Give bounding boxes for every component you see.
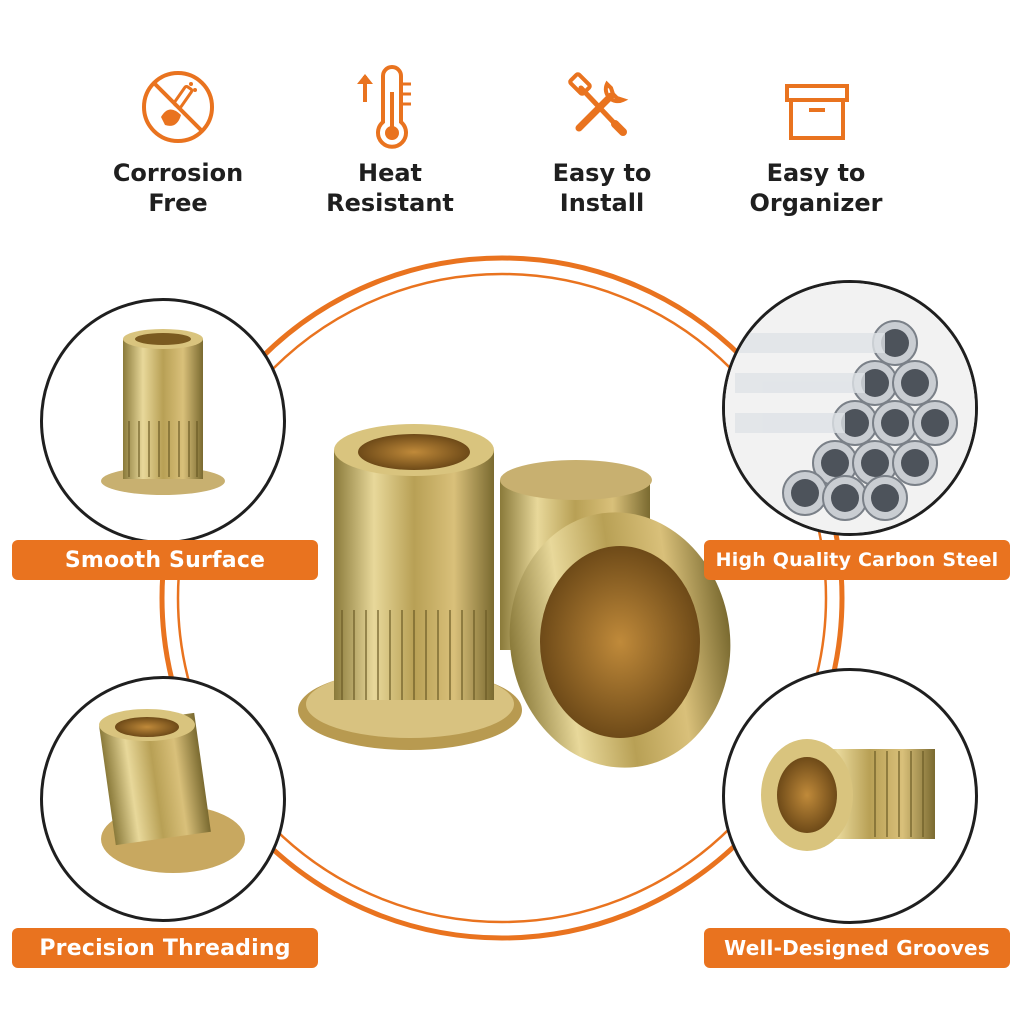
precision-threading-image	[40, 676, 286, 922]
box-icon	[785, 84, 849, 140]
no-corrosion-icon	[142, 71, 214, 143]
tools-icon	[568, 72, 629, 136]
feature-label: Easy to Install	[552, 159, 652, 217]
callout-smooth-surface: Smooth Surface	[12, 540, 318, 580]
feature-corrosion-free: Corrosion Free	[68, 62, 288, 218]
callout-label: Well-Designed Grooves	[724, 936, 990, 960]
callout-high-quality-carbon-steel: High Quality Carbon Steel	[704, 540, 1010, 580]
smooth-surface-image	[40, 298, 286, 544]
feature-heat-resistant: Heat Resistant	[280, 62, 500, 218]
rivet-nut-angled-image	[99, 709, 245, 873]
steel-pipes-image	[725, 283, 975, 533]
rivet-nut-lying-image	[761, 739, 935, 851]
callout-label: Precision Threading	[39, 935, 291, 961]
callout-label: High Quality Carbon Steel	[715, 549, 999, 571]
feature-label: Heat Resistant	[326, 159, 454, 217]
feature-label: Easy to Organizer	[749, 159, 883, 217]
feature-easy-to-install: Easy to Install	[492, 62, 712, 218]
carbon-steel-image	[722, 280, 978, 536]
callout-well-designed-grooves: Well-Designed Grooves	[704, 928, 1010, 968]
thermometer-icon	[357, 65, 411, 149]
callout-precision-threading: Precision Threading	[12, 928, 318, 968]
well-designed-grooves-image	[722, 668, 978, 924]
feature-label: Corrosion Free	[112, 159, 244, 217]
feature-easy-to-organizer: Easy to Organizer	[706, 62, 926, 218]
rivet-nuts-main-image	[298, 424, 731, 768]
rivet-nut-side-image	[101, 329, 225, 495]
callout-label: Smooth Surface	[64, 547, 266, 573]
